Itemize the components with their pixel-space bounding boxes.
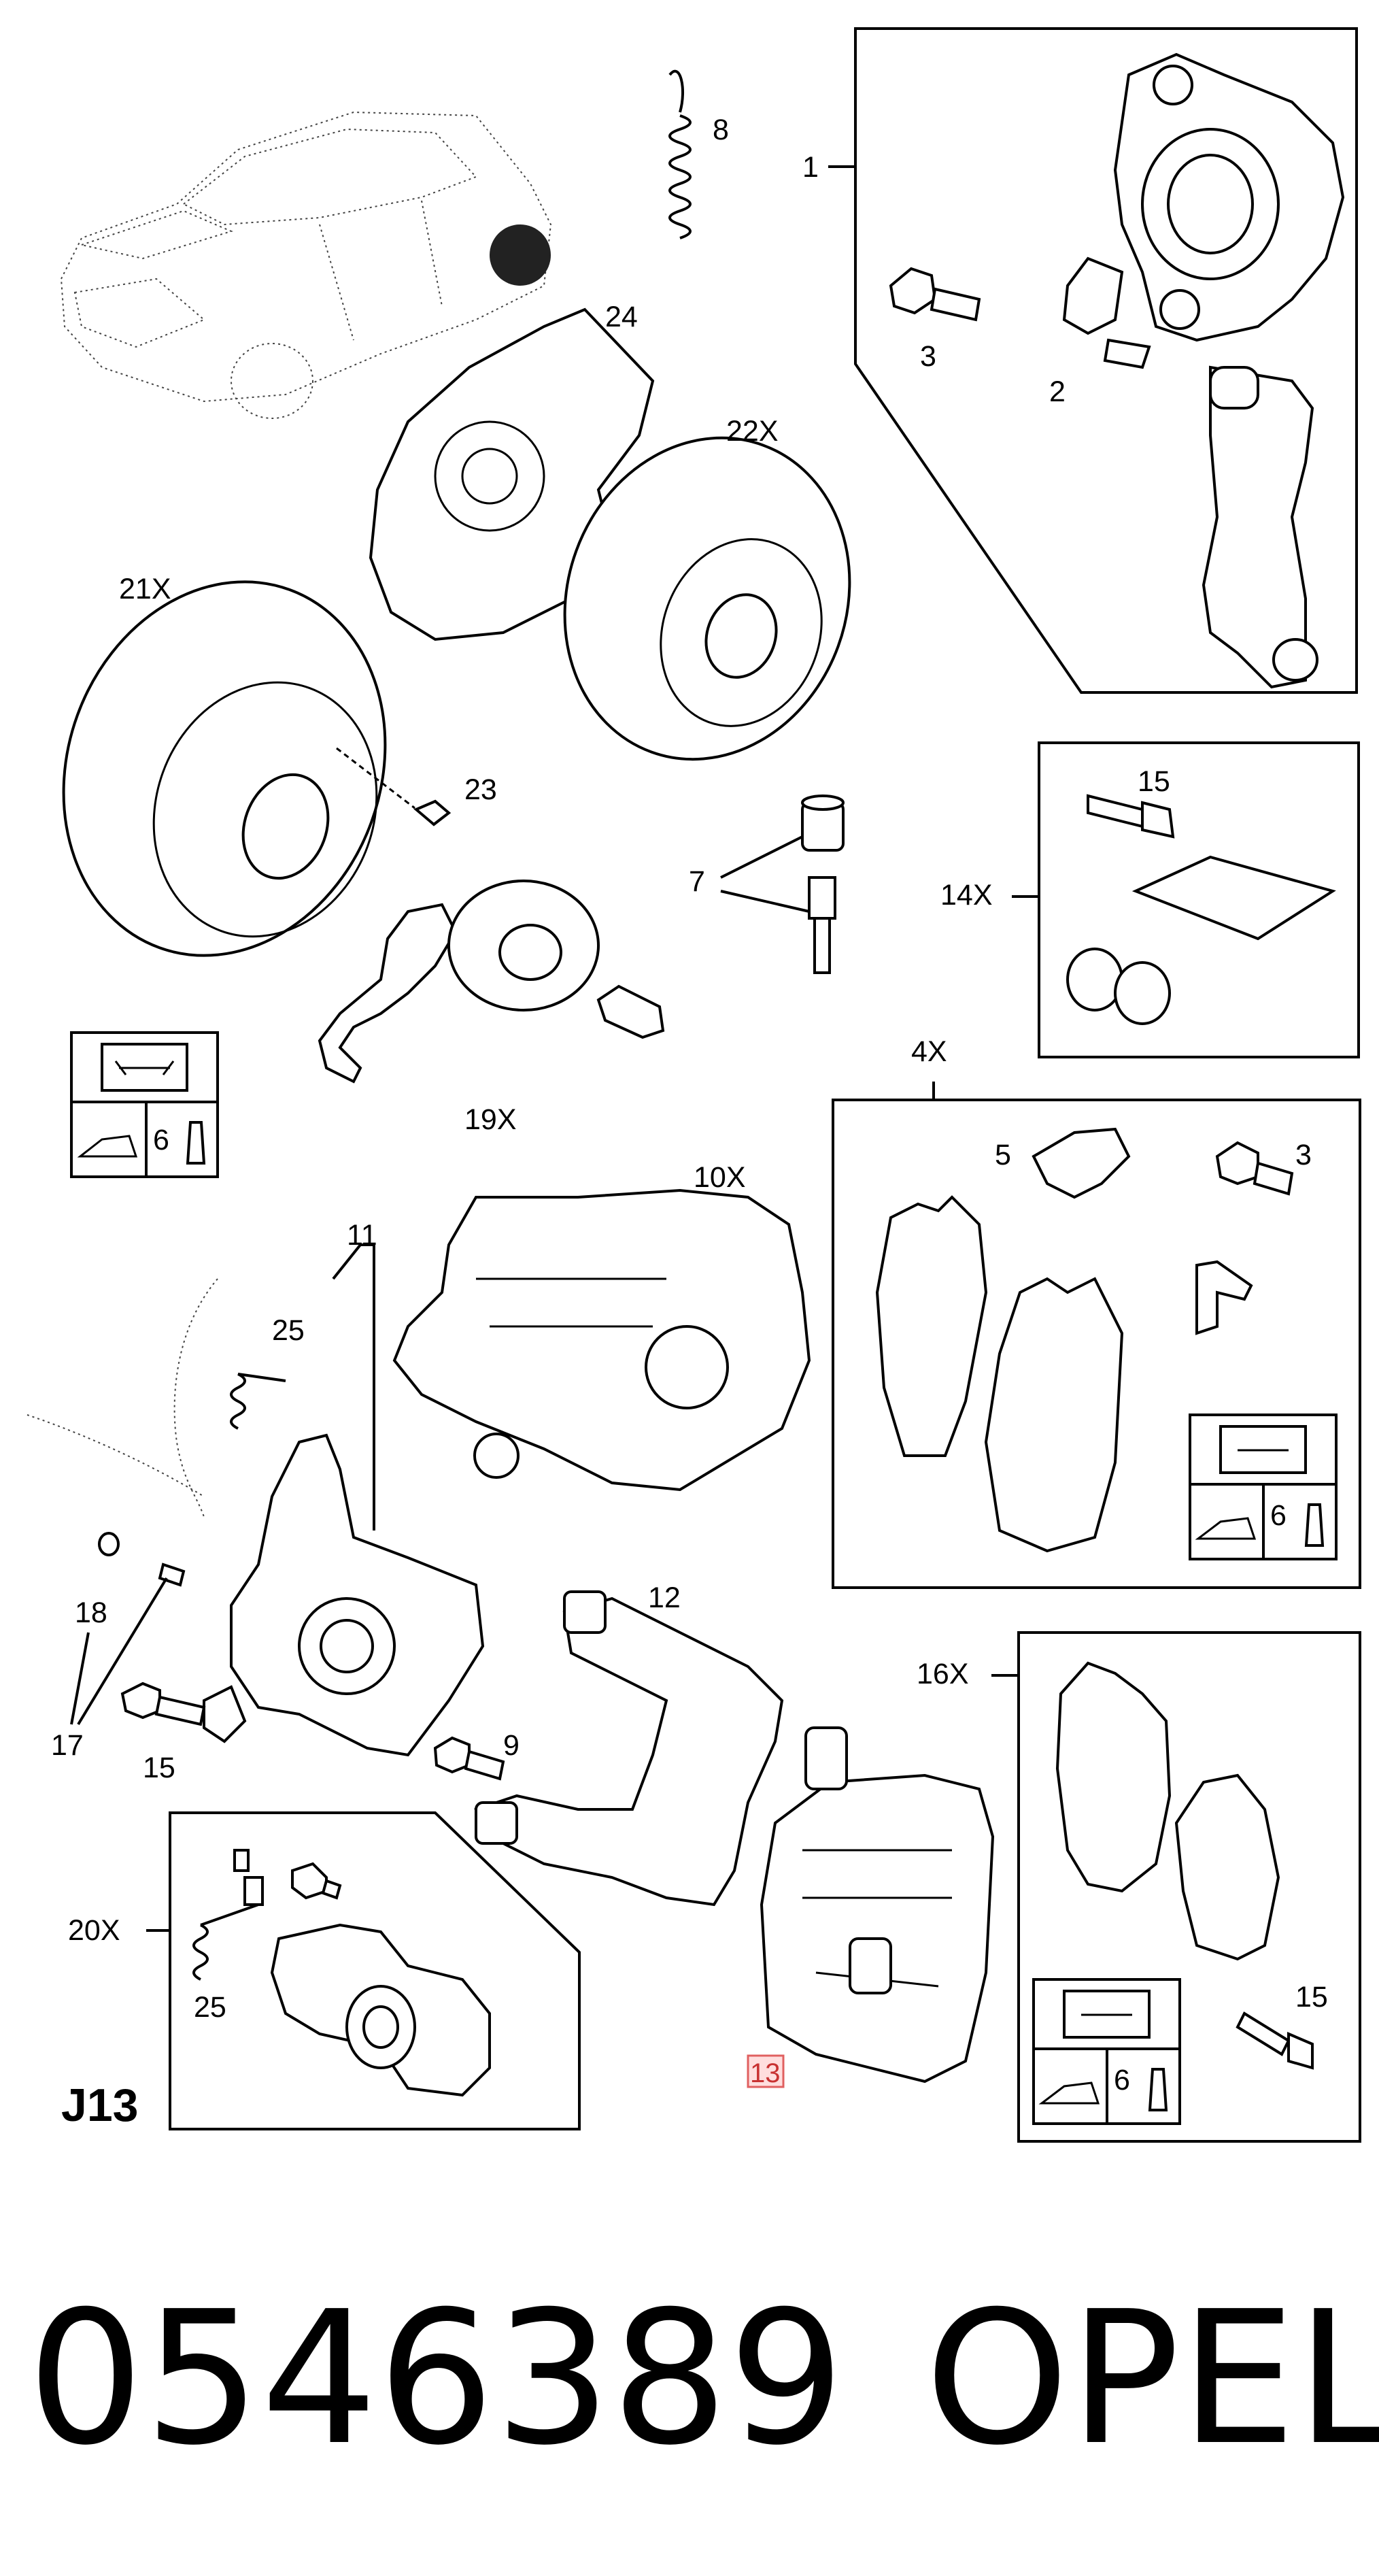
label-5: 5	[995, 1139, 1011, 1171]
caliper-housing	[1113, 52, 1345, 342]
label-9: 9	[503, 1729, 520, 1762]
label-4x: 4X	[911, 1035, 947, 1068]
label-1: 1	[802, 151, 819, 184]
spring-25-left	[230, 1373, 286, 1430]
label-25-box20x: 25	[194, 1991, 226, 2024]
brake-pad-16x-a	[1055, 1661, 1172, 1893]
pad-wear-clip	[1195, 1260, 1253, 1335]
bolt-box20x	[291, 1862, 342, 1900]
bleed-valve-box20x	[233, 1849, 264, 1906]
caliper-11	[203, 1433, 485, 1757]
label-25-left: 25	[272, 1314, 305, 1347]
label-16x: 16X	[917, 1658, 969, 1690]
lubricant-icon	[186, 1121, 206, 1165]
label-22x: 22X	[726, 415, 779, 448]
bolt-3-top	[889, 267, 981, 322]
brake-pad-4x-a	[875, 1195, 988, 1457]
label-14x: 14X	[940, 879, 993, 911]
label-8: 8	[713, 114, 729, 146]
bolt-9	[433, 1736, 505, 1781]
bolt-19x	[596, 984, 665, 1039]
label-13-highlighted: 13	[750, 2058, 781, 2088]
bolt-3-box4x	[1215, 1141, 1294, 1196]
service-icon-box-16x	[1032, 1978, 1181, 2125]
label-12: 12	[648, 1582, 681, 1614]
label-15-left: 15	[143, 1752, 175, 1784]
label-6-box16x: 6	[1114, 2064, 1130, 2096]
caliper-assembly-10x	[392, 1188, 811, 1492]
kit-box-1	[854, 27, 1358, 694]
brand-name: OPEL	[925, 2271, 1379, 2486]
kit-box-16x	[1017, 1631, 1361, 2143]
bolt-15-left	[120, 1682, 206, 1726]
label-6-left: 6	[153, 1124, 169, 1156]
label-3-box4x: 3	[1295, 1139, 1312, 1171]
service-icon-box-4x	[1189, 1414, 1338, 1560]
service-icon-box-left	[70, 1031, 219, 1178]
part-number: 0546389	[27, 2271, 845, 2486]
kit-box-20x	[169, 1811, 581, 2130]
bolt-15-box16x	[1236, 2011, 1314, 2070]
grease-sachet	[1131, 855, 1336, 941]
caliper-20x	[270, 1923, 491, 2097]
label-3-top: 3	[920, 340, 936, 373]
brake-disc-21x	[62, 580, 387, 957]
spring-25-box20x	[192, 1903, 259, 1981]
clip-5	[1032, 1127, 1131, 1199]
caliper-bracket-12	[474, 1590, 784, 1907]
label-15-box16x: 15	[1295, 1981, 1328, 2013]
label-11: 11	[347, 1219, 377, 1252]
caliper-13	[760, 1726, 995, 2084]
highlight-13	[747, 2054, 785, 2088]
spring-8	[668, 69, 692, 239]
section-code: J13	[61, 2079, 138, 2131]
kit-box-14x	[1038, 741, 1360, 1058]
car-illustration	[60, 111, 552, 419]
bleed-valve-2	[1062, 256, 1151, 369]
cap-18	[98, 1532, 120, 1556]
label-6-box4x: 6	[1270, 1499, 1287, 1532]
label-24: 24	[605, 301, 638, 333]
caliper-bracket-1	[1202, 365, 1318, 689]
brake-pad-4x-b	[984, 1277, 1124, 1553]
label-23: 23	[464, 773, 497, 806]
screw-23	[336, 747, 452, 826]
label-7: 7	[689, 865, 705, 898]
kit-box-4x	[832, 1099, 1361, 1589]
label-21x: 21X	[119, 573, 171, 605]
guide-pin-7a	[801, 794, 845, 852]
label-15-box14: 15	[1138, 765, 1170, 798]
guide-boots	[1066, 948, 1171, 1025]
oil-can-icon	[77, 1135, 138, 1158]
label-18: 18	[75, 1596, 107, 1629]
label-19x: 19X	[464, 1103, 517, 1136]
brake-disc-22x	[563, 436, 851, 761]
brake-cable-dotted	[27, 1278, 218, 1518]
bolt-15-box14	[1087, 794, 1175, 839]
label-2: 2	[1049, 375, 1066, 408]
label-20x: 20X	[68, 1914, 120, 1947]
label-10x: 10X	[694, 1161, 746, 1194]
brake-pad-16x-b	[1174, 1773, 1280, 1961]
parking-brake-19x	[318, 880, 600, 1084]
guide-pin-7b	[808, 876, 836, 974]
label-17: 17	[51, 1729, 84, 1762]
